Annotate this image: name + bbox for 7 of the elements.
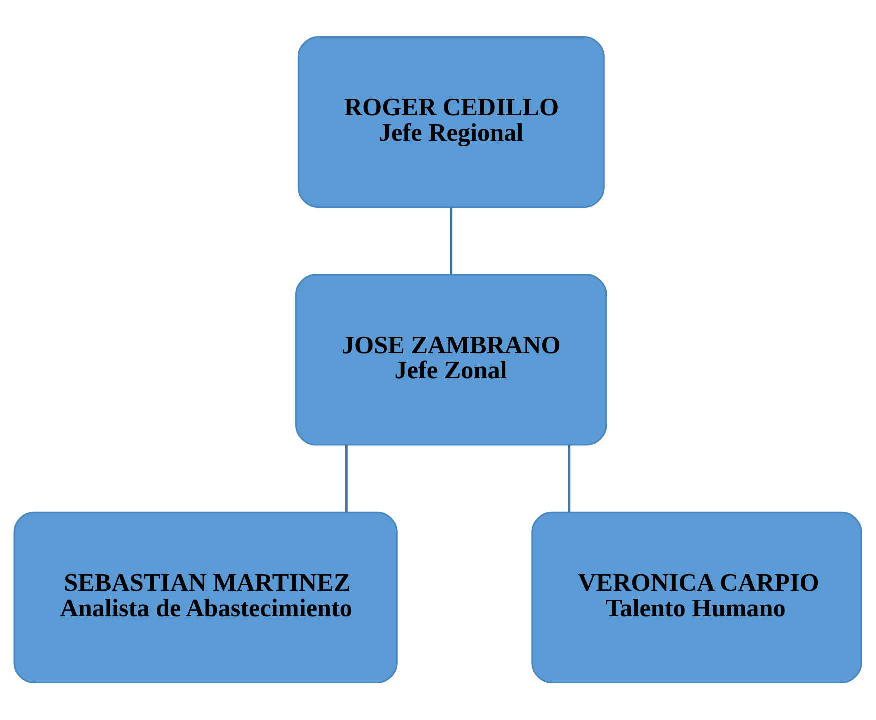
connector	[346, 445, 348, 512]
node-box: JOSE ZAMBRANO Jefe Zonal	[296, 274, 608, 446]
node-box: ROGER CEDILLO Jefe Regional	[298, 36, 605, 208]
node-box: VERONICA CARPIO Talento Humano	[532, 512, 862, 684]
connector	[450, 207, 453, 275]
node-box: SEBASTIAN MARTINEZ Analista de Abastecimiento	[14, 512, 398, 684]
connector	[568, 445, 571, 512]
